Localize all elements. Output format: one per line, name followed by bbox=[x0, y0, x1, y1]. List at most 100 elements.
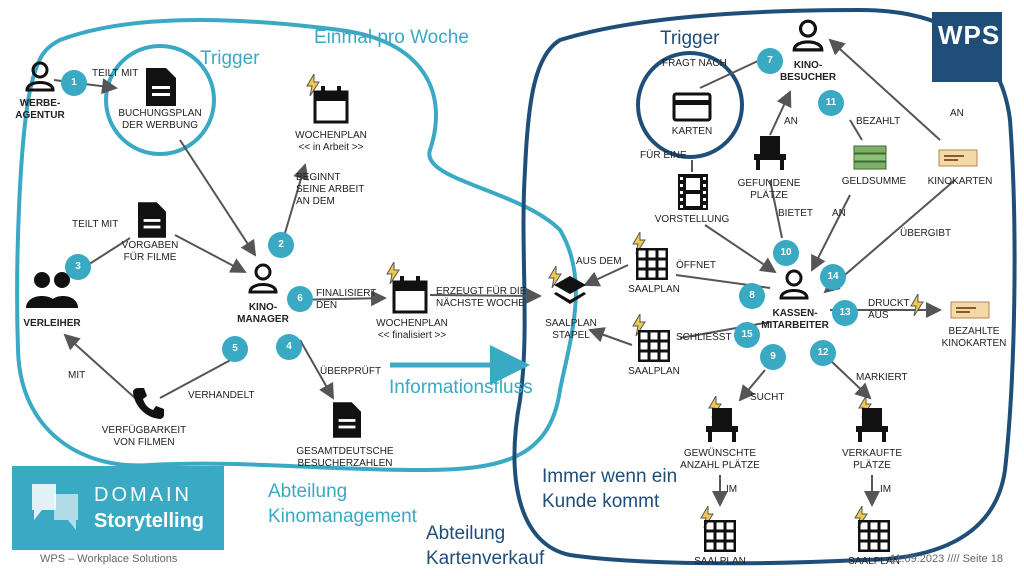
saalplan-open-label: SAALPLAN bbox=[628, 284, 680, 295]
activity-ueberprueft: ÜBERPRÜFT bbox=[320, 366, 382, 377]
trigger-label-left: Trigger bbox=[200, 48, 260, 69]
saalplan-bottom-left-label: SAALPLAN bbox=[694, 556, 746, 567]
step-number-13: 13 bbox=[832, 300, 858, 326]
wochenplan-arbeit-label: WOCHENPLAN<< in Arbeit >> bbox=[295, 130, 367, 153]
management-title-line1: Abteilung bbox=[268, 481, 348, 502]
buchungsplan-document-icon bbox=[146, 68, 176, 106]
saalplan-bottom-right-label: SAALPLAN bbox=[848, 556, 900, 567]
activity-an-7: AN bbox=[784, 116, 798, 127]
lightning-icon bbox=[386, 262, 400, 284]
saalplan-close-label: SAALPLAN bbox=[628, 366, 680, 377]
info-flow-label: Informationsfluss bbox=[389, 377, 533, 398]
activity-aus-dem: AUS DEM bbox=[576, 256, 622, 267]
step-number-2: 2 bbox=[268, 232, 294, 258]
credit-card-icon bbox=[672, 92, 712, 122]
kinomanager-actor-icon bbox=[248, 263, 278, 294]
activity-teilt-mit-1: TEILT MIT bbox=[92, 68, 139, 79]
wochenplan-arbeit-calendar-icon bbox=[313, 86, 349, 124]
management-boundary bbox=[15, 18, 578, 473]
gesamtdeutsche-document-icon bbox=[333, 402, 361, 438]
lightning-icon bbox=[306, 74, 320, 96]
lightning-icon bbox=[632, 314, 646, 336]
footer-page-info: 11.09.2023 //// Seite 18 bbox=[890, 553, 1003, 565]
step-number-3: 3 bbox=[65, 254, 91, 280]
karten-label: KARTEN bbox=[671, 126, 713, 137]
seat-icon bbox=[706, 408, 738, 442]
wochenplan-final-calendar-icon bbox=[392, 276, 428, 314]
activity-bietet: BIETET bbox=[778, 208, 814, 219]
activity-markiert: MARKIERT bbox=[856, 372, 908, 383]
saalplan-grid-icon bbox=[636, 248, 668, 280]
lightning-icon bbox=[548, 266, 562, 288]
wochenplan-final-label: WOCHENPLAN<< finalisiert >> bbox=[376, 318, 448, 341]
once-per-week-label: Einmal pro Woche bbox=[314, 27, 469, 48]
verleiher-label: VERLEIHER bbox=[23, 318, 81, 329]
trigger-circle-right bbox=[636, 51, 744, 159]
speech-bubble-icon bbox=[32, 484, 78, 530]
activity-an-geld: AN bbox=[832, 208, 846, 219]
ticket-icon bbox=[950, 301, 990, 319]
step-number-10: 10 bbox=[773, 240, 799, 266]
lightning-icon bbox=[708, 396, 722, 418]
management-title-line2: Kinomanagement bbox=[268, 506, 417, 527]
wps-logo: WPS bbox=[932, 12, 1002, 82]
activity-uebergibt: ÜBERGIBT bbox=[900, 228, 952, 239]
activity-teilt-mit-3: TEILT MIT bbox=[72, 219, 119, 230]
activity-im-left: IM bbox=[726, 484, 738, 495]
geldsumme-label: GELDSUMME bbox=[841, 176, 907, 187]
logo-domain-text: DOMAIN bbox=[94, 484, 192, 506]
sales-title-line1: Abteilung bbox=[426, 523, 506, 544]
lightning-icon bbox=[858, 396, 872, 418]
verleiher-group-icon bbox=[26, 272, 78, 308]
layers-icon bbox=[554, 276, 586, 304]
every-customer-line1: Immer wenn ein bbox=[542, 466, 678, 487]
step-number-12: 12 bbox=[810, 340, 836, 366]
trigger-circle-left bbox=[104, 44, 216, 156]
activity-oeffnet: ÖFFNET bbox=[676, 260, 716, 271]
film-strip-icon bbox=[678, 174, 708, 210]
werbeagentur-label: WERBE-AGENTUR bbox=[15, 98, 65, 121]
lightning-icon bbox=[910, 294, 924, 316]
seat-icon bbox=[754, 136, 786, 170]
footer-company: WPS – Workplace Solutions bbox=[40, 553, 178, 565]
step-number-14: 14 bbox=[820, 264, 846, 290]
sales-boundary bbox=[512, 7, 1017, 566]
money-icon bbox=[853, 145, 887, 170]
activity-fuer-eine: FÜR EINE bbox=[640, 150, 687, 161]
werbeagentur-actor-icon bbox=[25, 61, 55, 92]
step-number-4: 4 bbox=[276, 334, 302, 360]
step-number-8: 8 bbox=[739, 283, 765, 309]
activity-fragt-nach: FRAGT NACH bbox=[662, 58, 727, 69]
step-number-11: 11 bbox=[818, 90, 844, 116]
step-number-9: 9 bbox=[760, 344, 786, 370]
kinomanager-label: KINO-MANAGER bbox=[237, 302, 289, 325]
activity-im-right: IM bbox=[880, 484, 892, 495]
activity-sucht: SUCHT bbox=[750, 392, 785, 403]
lightning-icon bbox=[700, 506, 714, 528]
every-customer-line2: Kunde kommt bbox=[542, 491, 660, 512]
kinokarten-label: KINOKARTEN bbox=[927, 176, 993, 187]
lightning-icon bbox=[854, 506, 868, 528]
ticket-icon bbox=[938, 149, 978, 167]
wps-logo-text: WPS bbox=[938, 20, 1001, 50]
logo-storytelling-text: Storytelling bbox=[94, 510, 205, 532]
step-number-15: 15 bbox=[734, 322, 760, 348]
vorgaben-document-icon bbox=[138, 202, 166, 238]
trigger-label-right: Trigger bbox=[660, 28, 720, 49]
kinobesucher-actor-icon bbox=[792, 19, 824, 52]
saalplan-grid-icon bbox=[638, 330, 670, 362]
activity-verhandelt: VERHANDELT bbox=[188, 390, 255, 401]
sales-title-line2: Kartenverkauf bbox=[426, 548, 545, 569]
saalplan-grid-icon bbox=[704, 520, 736, 552]
